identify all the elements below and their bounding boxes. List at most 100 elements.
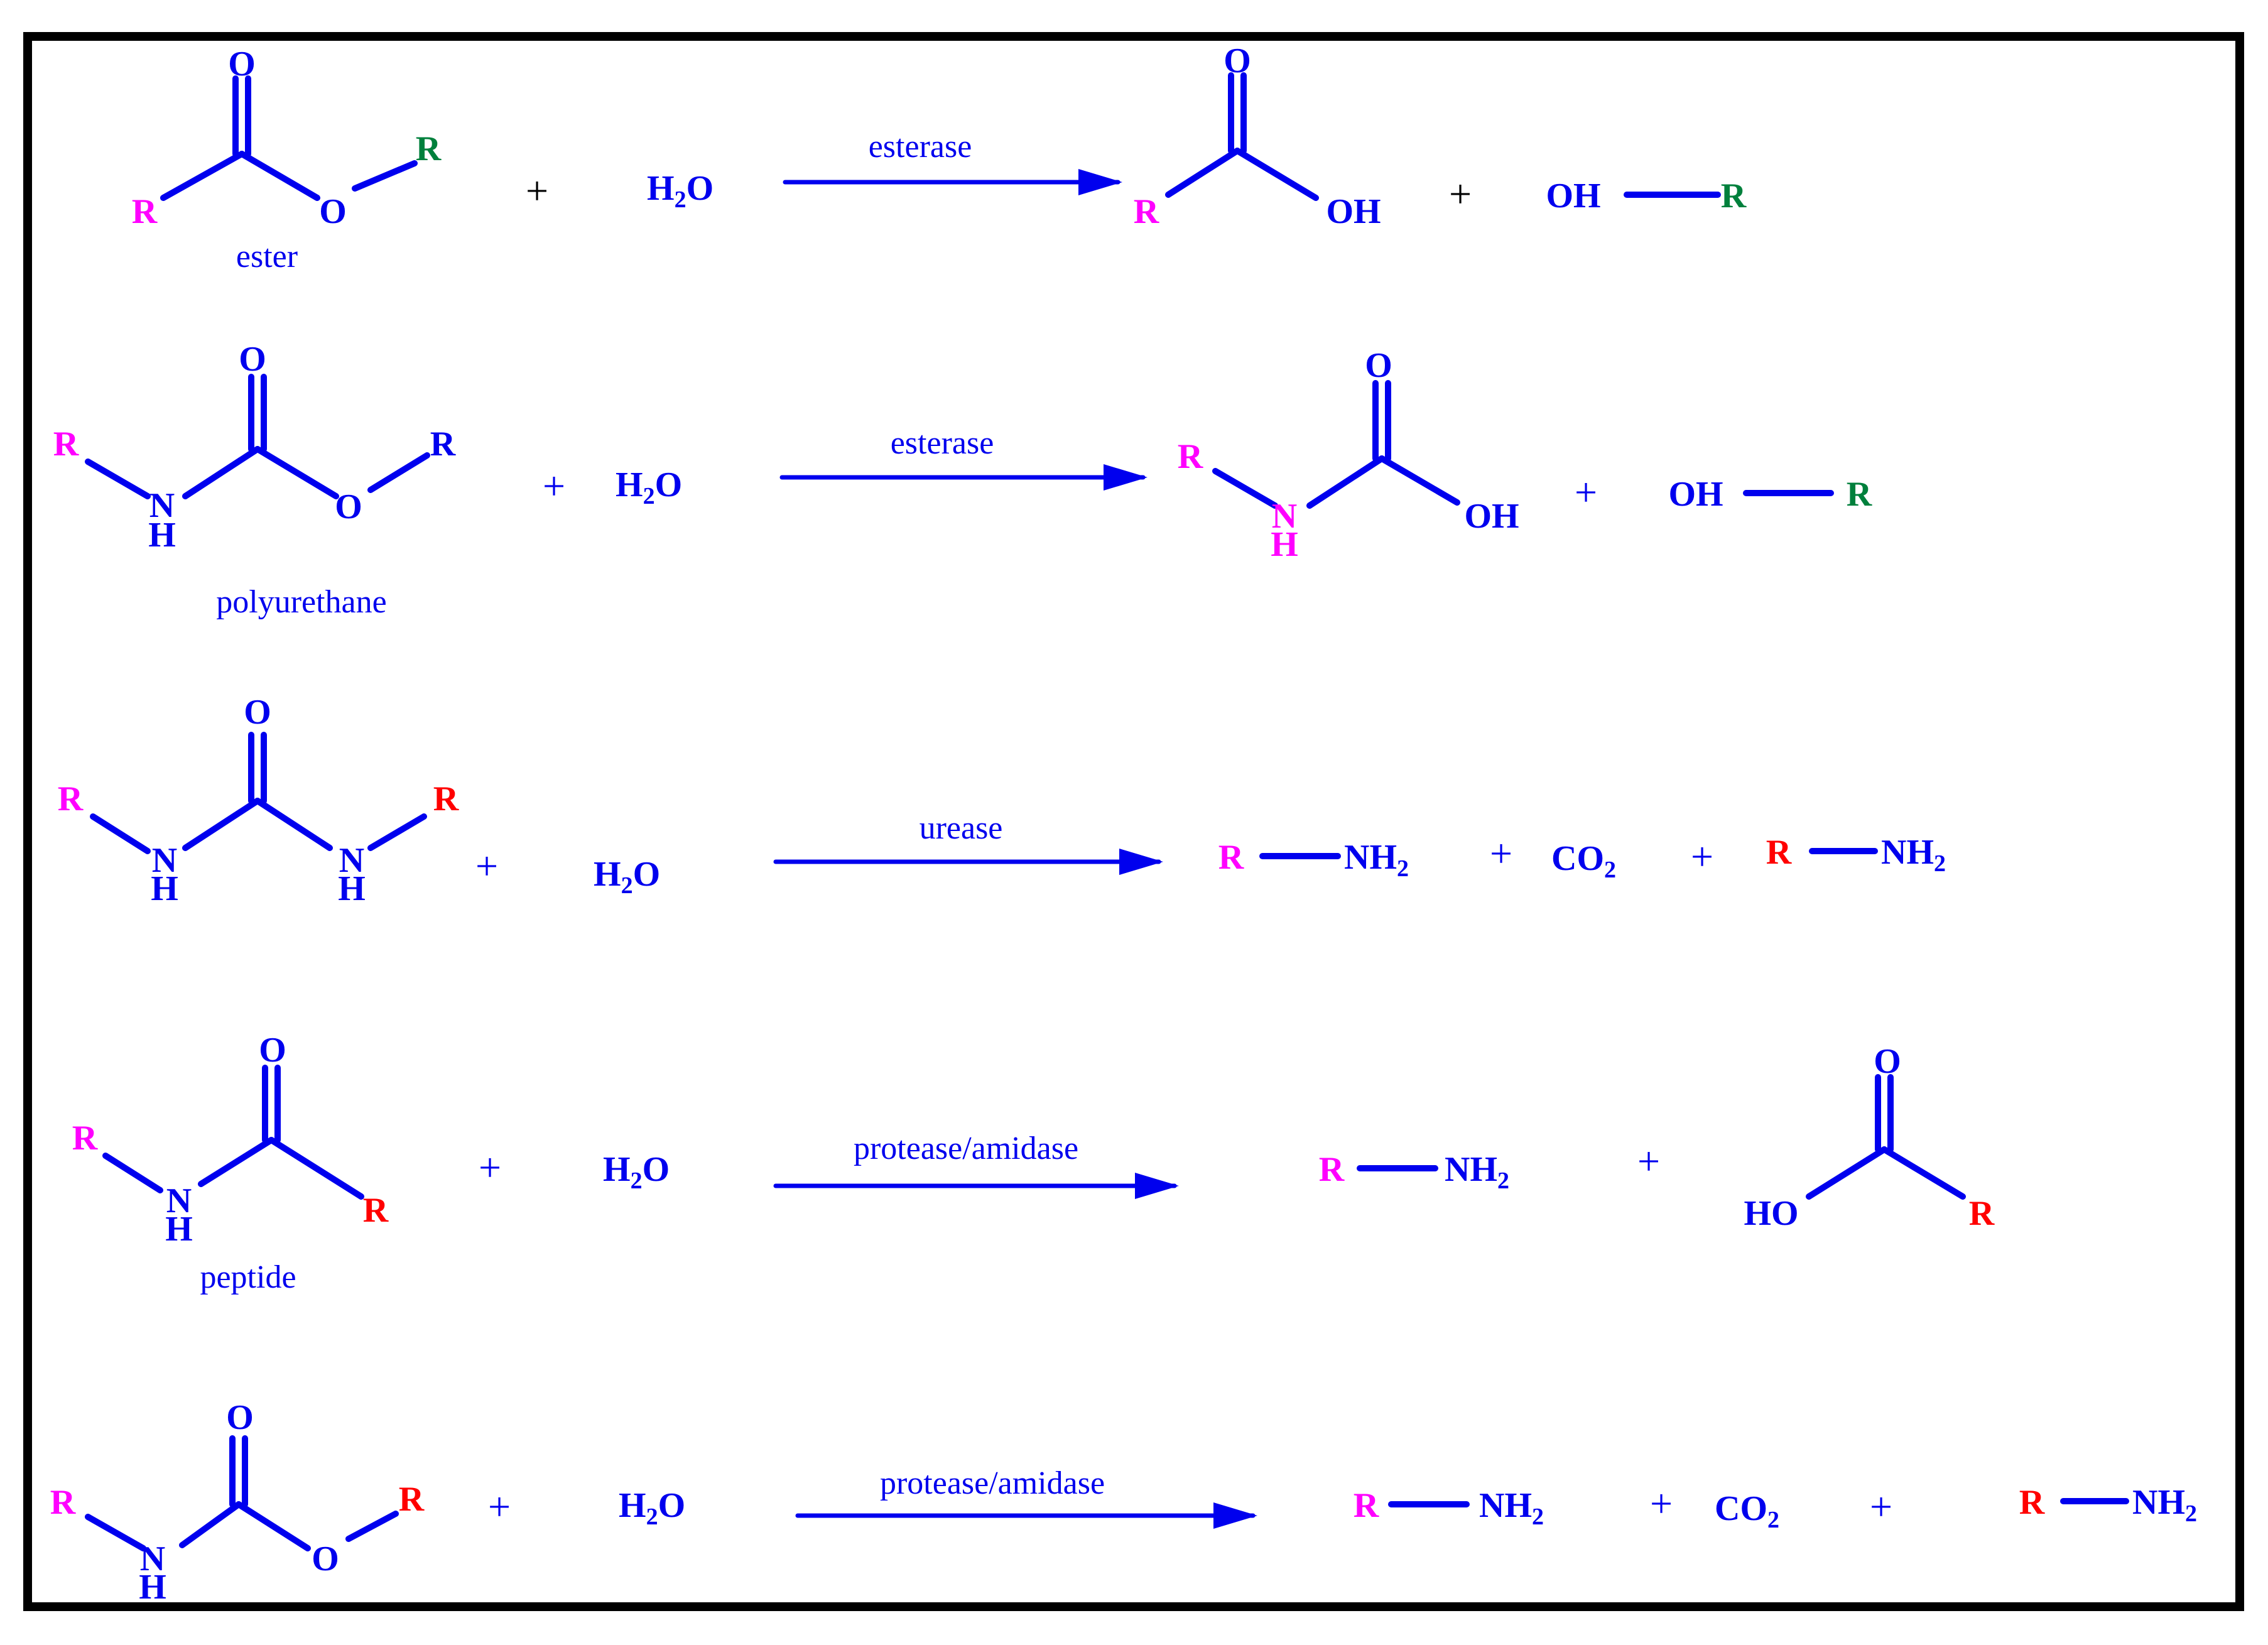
atom-R: R bbox=[1969, 1194, 1995, 1233]
atom-O: O bbox=[1365, 346, 1392, 385]
enzyme-label: urease bbox=[920, 810, 1003, 846]
plus-sign: + bbox=[475, 844, 498, 888]
bond bbox=[182, 798, 261, 851]
plus-sign: + bbox=[1691, 834, 1713, 879]
plus-sign: + bbox=[1870, 1484, 1892, 1529]
atom-R: R bbox=[399, 1480, 425, 1519]
bond bbox=[352, 160, 418, 192]
bond bbox=[254, 798, 333, 851]
atom-R: R bbox=[1178, 437, 1203, 476]
bond bbox=[367, 813, 427, 851]
plus-sign: + bbox=[1449, 171, 1472, 216]
reaction-urea-hydrolysis bbox=[90, 732, 1878, 875]
atom-N: N bbox=[152, 841, 177, 880]
atom-H: H bbox=[1271, 525, 1298, 564]
enzyme-label: esterase bbox=[869, 129, 972, 165]
amine-NH2: NH2 bbox=[1445, 1150, 1509, 1194]
atom-N: N bbox=[149, 486, 175, 525]
bond bbox=[268, 1137, 364, 1200]
atom-R: R bbox=[53, 425, 79, 464]
atom-O: O bbox=[244, 693, 271, 732]
atom-N: N bbox=[1272, 497, 1297, 536]
amine-NH2: NH2 bbox=[2132, 1483, 2197, 1527]
subscript: 2 bbox=[646, 1504, 658, 1530]
water-H: H bbox=[594, 855, 621, 894]
bond bbox=[367, 452, 430, 493]
subscript: 2 bbox=[1604, 857, 1616, 883]
atom-H: H bbox=[165, 1210, 193, 1249]
bond bbox=[1806, 1146, 1887, 1200]
water: H2O bbox=[616, 465, 682, 509]
subscript: 2 bbox=[621, 872, 633, 899]
amine-NH: NH bbox=[1881, 833, 1934, 872]
subscript: 2 bbox=[1934, 850, 1946, 877]
atom-OH: OH bbox=[1668, 475, 1723, 514]
atom-O: O bbox=[226, 1398, 254, 1437]
co2-CO: CO bbox=[1551, 839, 1604, 878]
plus-sign: + bbox=[1650, 1481, 1673, 1526]
atom-R: R bbox=[1721, 176, 1747, 215]
amine-NH2: NH2 bbox=[1881, 833, 1946, 877]
subscript: 2 bbox=[1497, 1168, 1509, 1194]
subscript: 2 bbox=[1397, 855, 1409, 882]
substrate-label: ester bbox=[236, 239, 298, 274]
co2-CO: CO bbox=[1715, 1489, 1767, 1528]
bond bbox=[236, 1501, 311, 1551]
atom-O: O bbox=[259, 1031, 286, 1070]
subscript: 2 bbox=[631, 1168, 643, 1194]
atom-O: O bbox=[335, 487, 362, 526]
water-O: O bbox=[686, 169, 714, 208]
substrate-label: peptide bbox=[200, 1259, 296, 1295]
water-H: H bbox=[616, 465, 643, 504]
plus-sign: + bbox=[1575, 470, 1597, 514]
subscript: 2 bbox=[2185, 1501, 2197, 1527]
subscript: 2 bbox=[1767, 1507, 1779, 1533]
amine-NH: NH bbox=[1344, 838, 1397, 877]
bond bbox=[85, 1514, 146, 1551]
water: H2O bbox=[594, 855, 660, 899]
bond bbox=[1881, 1146, 1966, 1200]
atom-O: O bbox=[312, 1539, 339, 1578]
atom-R: R bbox=[1766, 833, 1792, 872]
reaction-ester-hydrolysis bbox=[160, 72, 1721, 201]
atom-O: O bbox=[319, 192, 347, 231]
water-O: O bbox=[658, 1486, 686, 1525]
plus-sign: + bbox=[488, 1484, 511, 1529]
bond bbox=[1165, 148, 1240, 198]
atom-N: N bbox=[339, 841, 364, 880]
atom-H: H bbox=[148, 516, 176, 555]
atom-O: O bbox=[1874, 1042, 1901, 1081]
atom-R: R bbox=[1319, 1150, 1345, 1189]
atom-R: R bbox=[1847, 475, 1872, 514]
reaction-carbamate-hydrolysis bbox=[85, 1435, 2129, 1551]
atom-R: R bbox=[72, 1119, 98, 1158]
atom-O: O bbox=[228, 45, 256, 84]
water-H: H bbox=[647, 169, 675, 208]
atom-OH: OH bbox=[1546, 176, 1600, 215]
water-H: H bbox=[603, 1150, 631, 1189]
enzyme-label: protease/amidase bbox=[854, 1131, 1078, 1166]
atom-H: H bbox=[151, 869, 178, 908]
bond bbox=[239, 151, 320, 201]
atom-R: R bbox=[132, 192, 158, 231]
water: H2O bbox=[619, 1486, 685, 1530]
bond bbox=[345, 1511, 399, 1542]
plus-sign: + bbox=[479, 1145, 501, 1190]
plus-sign: + bbox=[1490, 831, 1512, 876]
scheme-frame bbox=[23, 32, 2244, 1611]
plus-sign: + bbox=[1637, 1139, 1660, 1183]
carbon-dioxide: CO2 bbox=[1715, 1489, 1779, 1533]
bond bbox=[1306, 455, 1385, 509]
amine-NH: NH bbox=[1445, 1150, 1497, 1189]
water-O: O bbox=[643, 1150, 670, 1189]
atom-R: R bbox=[1218, 838, 1244, 877]
bond bbox=[102, 1153, 163, 1193]
atom-R: R bbox=[363, 1191, 389, 1230]
subscript: 2 bbox=[675, 187, 686, 213]
substrate-label: polyurethane bbox=[216, 584, 386, 620]
bond bbox=[179, 1501, 242, 1548]
bond bbox=[85, 459, 151, 499]
subscript: 2 bbox=[1532, 1504, 1544, 1530]
atom-H: H bbox=[139, 1568, 166, 1607]
atom-N: N bbox=[166, 1181, 192, 1220]
